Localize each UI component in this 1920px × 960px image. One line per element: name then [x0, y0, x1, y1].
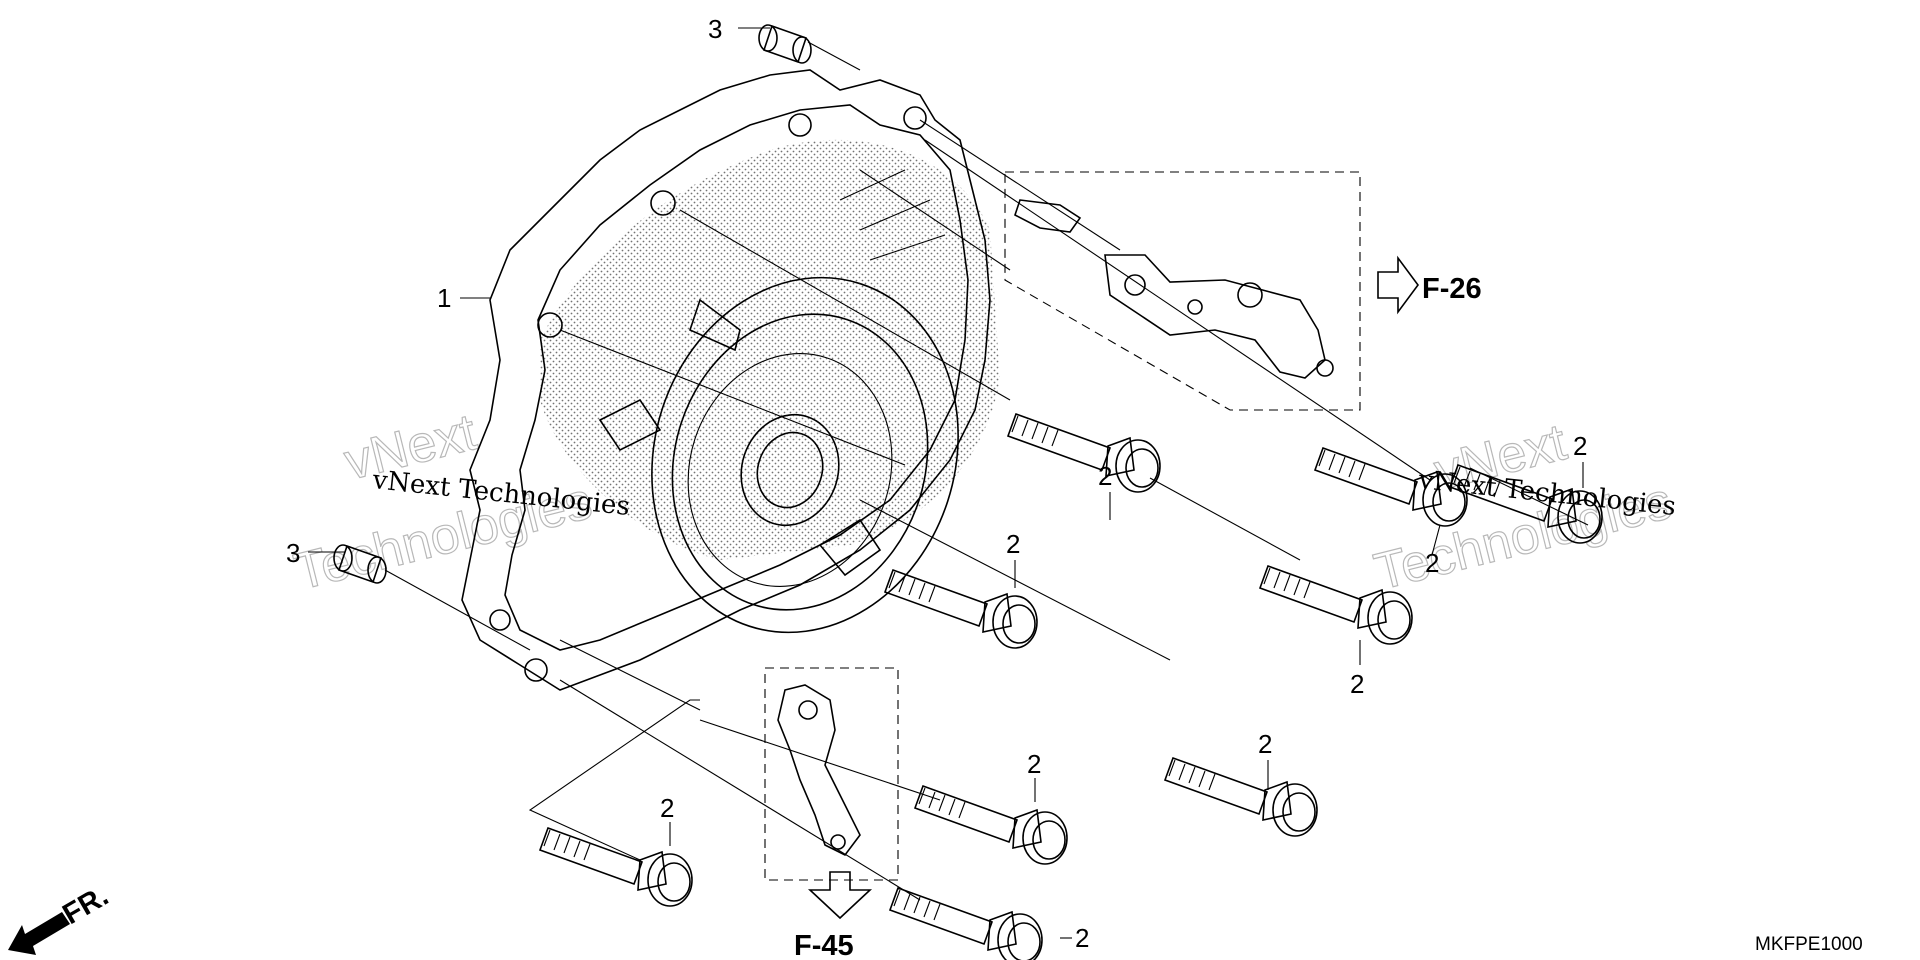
callout-dowel-lower: 3: [286, 538, 300, 568]
bolt-9: [889, 887, 1043, 960]
reference-f45-label: F-45: [794, 930, 854, 960]
callout-cover: 1: [437, 283, 451, 313]
callout-bolt-2: 2: [1425, 548, 1439, 578]
callout-bolt-8: 2: [660, 793, 674, 823]
bolt-8: [539, 827, 693, 907]
callout-bolt-7: 2: [1027, 749, 1041, 779]
dowel-pin-upper: [758, 24, 812, 64]
callout-bolt-5: 2: [1350, 669, 1364, 699]
callout-bolt-6: 2: [1258, 729, 1272, 759]
bolt-4: [884, 569, 1038, 649]
bolt-6: [1164, 757, 1318, 837]
callout-bolt-9: 2: [1075, 923, 1089, 953]
reference-f26-label: F-26: [1422, 273, 1482, 305]
bolt-7: [914, 785, 1068, 865]
drawing-code: MKFPE1000: [1755, 934, 1863, 955]
bracket-upper-group: [1004, 171, 1361, 411]
callouts: 3 3 1 2 2 2 2 2 2 2 2 2: [286, 14, 1587, 953]
reference-arrow-f26: F-26: [1377, 255, 1482, 315]
callout-dowel-upper: 3: [708, 14, 722, 44]
generator-cover: [461, 69, 1000, 691]
reference-arrow-f45: F-45: [794, 871, 873, 960]
front-arrow-icon: [8, 912, 70, 955]
assembly-lines: [308, 27, 1589, 939]
callout-bolt-3: 2: [1573, 431, 1587, 461]
front-direction-indicator: FR.: [8, 880, 114, 955]
bolt-1: [1007, 413, 1161, 493]
callout-bolt-1: 2: [1006, 529, 1020, 559]
callout-bolt-4: 2: [1098, 461, 1112, 491]
bracket-lower-group: [764, 667, 899, 881]
